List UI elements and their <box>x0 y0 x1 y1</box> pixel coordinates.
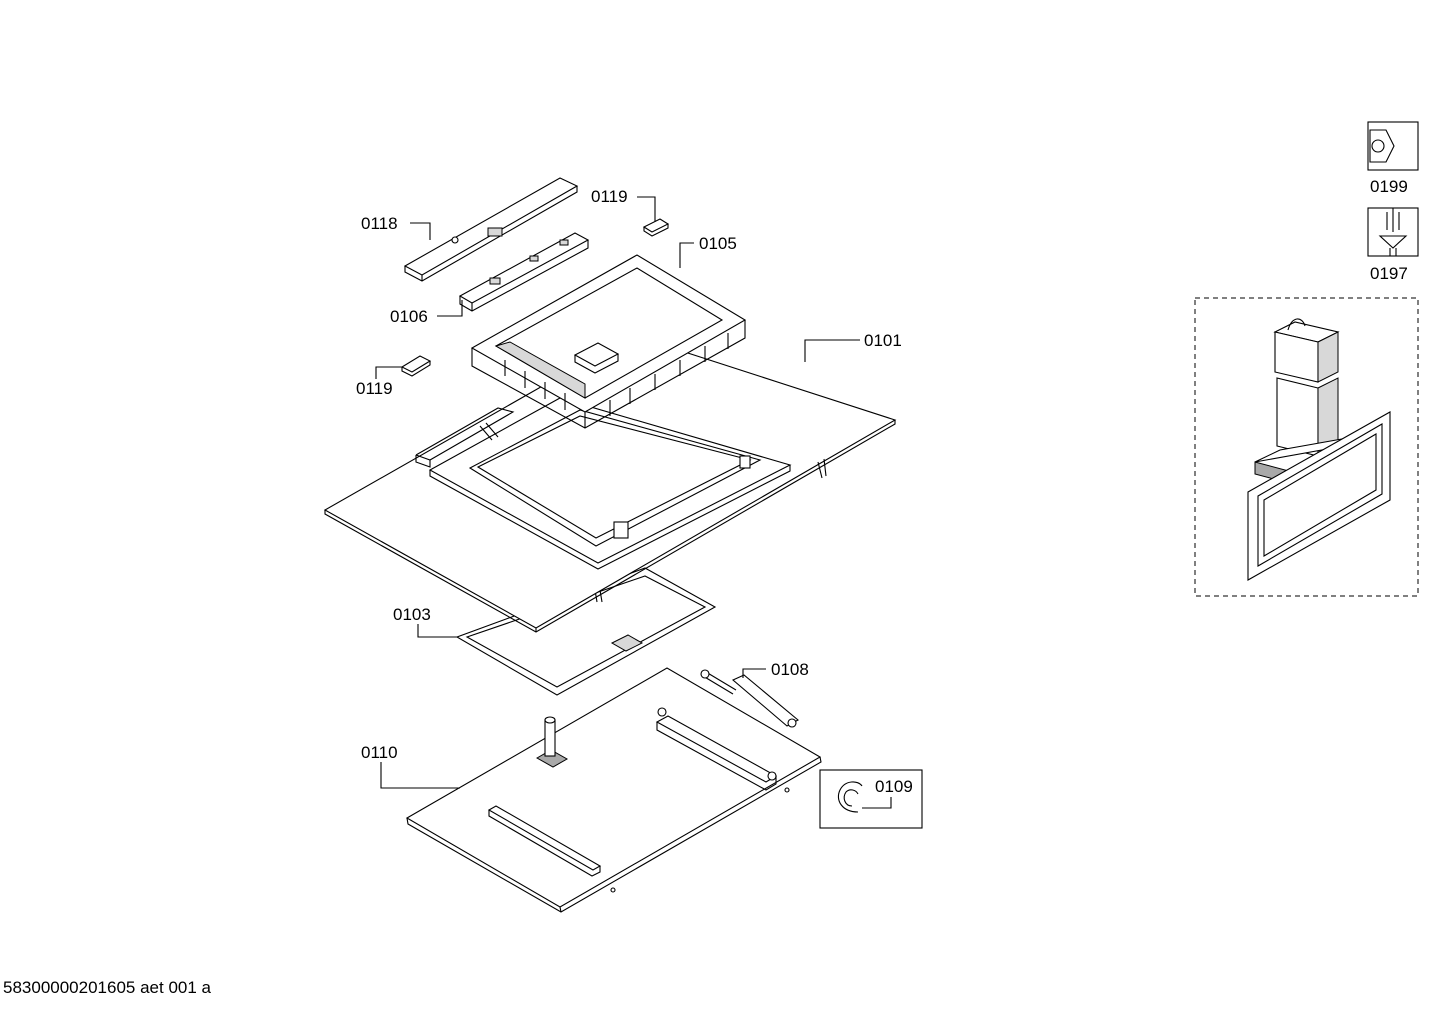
leader-lines <box>375 196 892 809</box>
part-0108-gas-spring[interactable] <box>700 669 799 728</box>
part-0109-clip-box[interactable] <box>819 769 923 829</box>
label-0106: 0106 <box>390 307 428 326</box>
part-0110-bottom-plate[interactable] <box>405 667 822 913</box>
label-0199: 0199 <box>1370 177 1408 196</box>
label-0118: 0118 <box>361 214 398 233</box>
part-0105-top-frame[interactable] <box>470 254 747 429</box>
part-0101-housing-frame <box>415 397 792 570</box>
label-0108: 0108 <box>771 660 809 679</box>
label-0105: 0105 <box>699 234 737 253</box>
part-0119-clip-left[interactable] <box>400 355 432 377</box>
label-0109: 0109 <box>875 777 913 796</box>
hex-nut-icon <box>1367 121 1419 171</box>
label-0103: 0103 <box>393 605 431 624</box>
appliance-overview <box>1194 297 1419 597</box>
part-0106-control-unit[interactable] <box>458 232 590 312</box>
part-0119-clip-top[interactable] <box>642 218 670 237</box>
screw-icon <box>1367 207 1419 257</box>
label-0101: 0101 <box>864 331 902 350</box>
drawing-id: 58300000201605 aet 001 a <box>3 978 211 997</box>
label-0197: 0197 <box>1370 264 1408 283</box>
label-0119-top: 0119 <box>591 187 628 206</box>
label-0119-left: 0119 <box>356 379 393 398</box>
part-0118-control-cover[interactable] <box>403 177 579 282</box>
label-0110: 0110 <box>361 743 398 762</box>
